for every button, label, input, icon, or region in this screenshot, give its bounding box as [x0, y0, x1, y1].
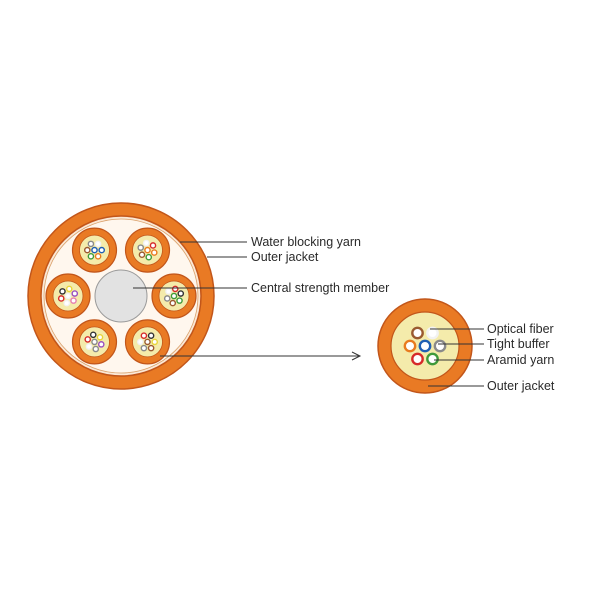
subunit-fiber: [65, 285, 73, 293]
central-strength-member: [94, 269, 148, 323]
subunit-fiber: [57, 295, 65, 302]
subunit-fiber: [177, 290, 185, 297]
subunit-fiber: [140, 332, 148, 339]
pointer-arrowhead: [351, 351, 362, 361]
detail-tight-buffered-fiber: [433, 339, 447, 353]
subunit-fiber: [147, 344, 155, 352]
subunit-center-fiber: [64, 292, 72, 300]
detail-tight-buffered-fiber: [426, 326, 439, 340]
main-leader-lines: [133, 241, 362, 361]
subunit: [45, 273, 91, 319]
subunit-center-fiber: [91, 246, 98, 254]
subunit-fiber: [84, 246, 91, 254]
subunit-fiber: [176, 297, 183, 304]
subunit: [71, 227, 118, 273]
subunit-fiber: [136, 338, 144, 346]
subunit-fiber: [84, 336, 92, 343]
label-aramid-yarn: Aramid yarn: [487, 353, 554, 367]
subunit-fiber: [149, 242, 157, 249]
subunit-fiber: [140, 344, 148, 352]
subunit-center-fiber: [144, 246, 151, 254]
subunit-fiber: [59, 288, 66, 295]
subunit-fiber: [171, 285, 179, 293]
subunit-fiber: [98, 246, 105, 254]
subunit-fiber: [70, 297, 77, 304]
subunit: [124, 319, 171, 365]
subunit-fiber: [142, 239, 150, 247]
subunit-leader-lines: [428, 328, 484, 387]
subunit-fiber: [165, 288, 172, 295]
detail-fibers-group: [403, 326, 447, 366]
detail-center-fiber: [418, 339, 432, 353]
subunit-fiber: [85, 343, 93, 350]
subunit-fiber: [147, 332, 155, 339]
label-central-strength-member: Central strength member: [251, 281, 389, 295]
subunit-fiber: [163, 295, 171, 302]
subunits-group: [45, 227, 197, 365]
subunit-center-fiber: [144, 338, 151, 346]
subunit-fiber: [96, 333, 104, 341]
subunit-fiber: [89, 331, 97, 339]
subunit-fiber: [145, 253, 153, 261]
subunit-fiber: [151, 338, 158, 346]
subunit-fiber: [94, 240, 102, 248]
subunit-fiber: [137, 244, 145, 251]
label-outer-jacket-main: Outer jacket: [251, 250, 319, 264]
subunit-fiber: [87, 253, 95, 260]
subunit-fiber: [87, 240, 95, 248]
subunit-fiber: [150, 249, 158, 256]
subunit: [151, 273, 197, 319]
subunit-fiber: [92, 345, 100, 353]
subunit-fiber: [138, 251, 146, 259]
subunit: [71, 319, 118, 365]
label-tight-buffer: Tight buffer: [487, 337, 550, 351]
subunit-fiber: [169, 299, 177, 307]
subunit: [124, 227, 171, 273]
main-cable: [27, 202, 215, 390]
subunit-detail: [377, 298, 473, 394]
subunit-fiber: [94, 253, 102, 260]
subunit-fiber: [97, 341, 105, 348]
subunit-center-fiber: [91, 338, 98, 346]
detail-tight-buffered-fiber: [411, 352, 424, 366]
detail-tight-buffered-fiber: [403, 339, 417, 353]
label-water-blocking-yarn: Water blocking yarn: [251, 235, 361, 249]
subunit-fiber: [71, 290, 79, 297]
label-optical-fiber: Optical fiber: [487, 322, 554, 336]
label-outer-jacket-subunit: Outer jacket: [487, 379, 555, 393]
detail-tight-buffered-fiber: [411, 326, 424, 340]
subunit-fiber: [63, 299, 71, 307]
subunit-center-fiber: [170, 292, 178, 300]
detail-tight-buffered-fiber: [426, 352, 439, 366]
